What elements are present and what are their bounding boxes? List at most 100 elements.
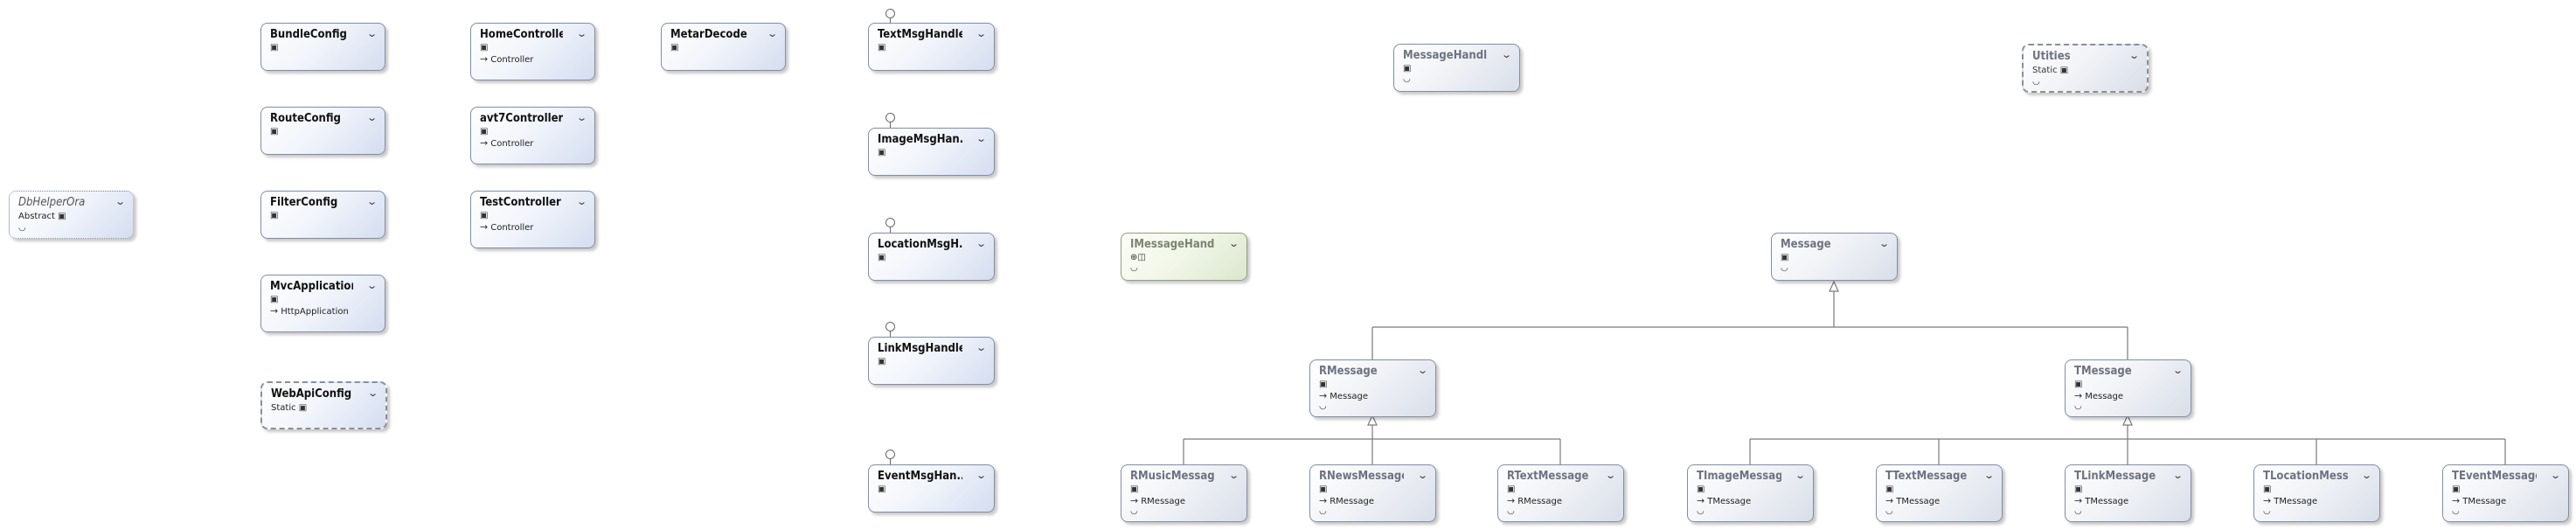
compartment-icon: ◡ <box>1403 74 1411 84</box>
class-rmusicmessage[interactable]: RMusicMessage ⌄ ▣ →RMessage ◡ <box>1121 464 1247 522</box>
class-ttextmessage[interactable]: TTextMessage ⌄ ▣ →TMessage ◡ <box>1876 464 2003 522</box>
collapse-chevron-icon[interactable]: ⌄ <box>1416 365 1428 376</box>
collapse-chevron-icon[interactable]: ⌄ <box>1416 470 1428 481</box>
collapse-chevron-icon[interactable]: ⌄ <box>975 133 987 144</box>
collapse-chevron-icon[interactable]: ⌄ <box>365 28 378 39</box>
class-title: TestController <box>480 196 561 209</box>
class-routeconfig[interactable]: RouteConfig ⌄ ▣ <box>260 107 385 155</box>
interface-lollipop-stem <box>890 459 891 464</box>
collapse-chevron-icon[interactable]: ⌄ <box>365 280 378 291</box>
class-title: EventMsgHan... <box>878 470 962 483</box>
class-avt7controller[interactable]: avt7Controller ⌄ ▣ →Controller <box>470 107 595 164</box>
class-icon: ▣ <box>480 127 489 136</box>
class-homecontroller[interactable]: HomeController ⌄ ▣ →Controller <box>470 23 595 80</box>
collapse-chevron-icon[interactable]: ⌄ <box>2171 470 2184 481</box>
class-title: LinkMsgHandler <box>878 342 962 355</box>
inherits-arrow-icon: → <box>2074 390 2083 401</box>
collapse-chevron-icon[interactable]: ⌄ <box>575 28 587 39</box>
class-icon: ▣ <box>2452 485 2461 494</box>
class-title: TImageMessage <box>1697 470 1781 483</box>
compartment-icon: ◡ <box>1697 506 1705 516</box>
collapse-chevron-icon[interactable]: ⌄ <box>365 112 378 123</box>
base-class-label: →Controller <box>480 221 534 233</box>
class-mvcapplication[interactable]: MvcApplication ⌄ ▣ →HttpApplication <box>260 275 385 332</box>
interface-lollipop-icon <box>885 218 895 227</box>
class-icon: ▣ <box>1507 485 1516 494</box>
class-filterconfig[interactable]: FilterConfig ⌄ ▣ <box>260 191 385 239</box>
class-icon: ▣ <box>878 485 886 494</box>
collapse-chevron-icon[interactable]: ⌄ <box>1794 470 1806 481</box>
class-icon: ▣ <box>298 403 308 413</box>
base-class-label: →TMessage <box>2263 495 2318 506</box>
class-icon: ▣ <box>1697 485 1705 494</box>
base-class-label: →RMessage <box>1507 495 1562 506</box>
collapse-chevron-icon[interactable]: ⌄ <box>1604 470 1616 481</box>
class-tmessage[interactable]: TMessage ⌄ ▣ →Message ◡ <box>2065 359 2191 417</box>
class-icon: ▣ <box>2263 485 2272 494</box>
collapse-chevron-icon[interactable]: ⌄ <box>1878 238 1890 249</box>
collapse-chevron-icon[interactable]: ⌄ <box>2128 50 2140 61</box>
collapse-chevron-icon[interactable]: ⌄ <box>2360 470 2372 481</box>
collapse-chevron-icon[interactable]: ⌄ <box>1227 238 1239 249</box>
class-rmessage[interactable]: RMessage ⌄ ▣ →Message ◡ <box>1309 359 1436 417</box>
collapse-chevron-icon[interactable]: ⌄ <box>1982 470 1995 481</box>
class-title: DbHelperOra <box>18 196 86 209</box>
base-class-label: →Message <box>2074 390 2124 401</box>
class-testcontroller[interactable]: TestController ⌄ ▣ →Controller <box>470 191 595 248</box>
interface-imessagehandler[interactable]: IMessageHand... ⌄ ⊕◫ ◡ <box>1121 233 1247 281</box>
class-title: MvcApplication <box>270 280 353 293</box>
collapse-chevron-icon[interactable]: ⌄ <box>975 470 987 481</box>
class-linkmsghandler[interactable]: LinkMsgHandler ⌄ ▣ <box>868 337 995 385</box>
class-tlinkmessage[interactable]: TLinkMessage ⌄ ▣ →TMessage ◡ <box>2065 464 2191 522</box>
class-teventmessage[interactable]: TEventMessage ⌄ ▣ →TMessage ◡ <box>2442 464 2569 522</box>
class-metardecode[interactable]: MetarDecode ⌄ ▣ <box>661 23 786 71</box>
class-imagemsghandler[interactable]: ImageMsgHan... ⌄ ▣ <box>868 128 995 176</box>
compartment-icon: ◡ <box>1319 506 1327 516</box>
class-icon: ▣ <box>1319 380 1328 389</box>
inheritance-arrow-message <box>1829 280 1839 292</box>
collapse-chevron-icon[interactable]: ⌄ <box>1227 470 1239 481</box>
class-locationmsghandler[interactable]: LocationMsgH... ⌄ ▣ <box>868 233 995 281</box>
inherits-arrow-icon: → <box>2452 495 2461 506</box>
collapse-chevron-icon[interactable]: ⌄ <box>1500 49 1512 60</box>
class-title: RTextMessage <box>1507 470 1589 483</box>
class-message[interactable]: Message ⌄ ▣ ◡ <box>1771 233 1898 281</box>
collapse-chevron-icon[interactable]: ⌄ <box>975 342 987 353</box>
class-textmsghandler[interactable]: TextMsgHandler ⌄ ▣ <box>868 23 995 71</box>
class-icon: ▣ <box>270 295 279 304</box>
class-messagehandler[interactable]: MessageHandl... ⌄ ▣ ◡ <box>1393 44 1520 92</box>
collapse-chevron-icon[interactable]: ⌄ <box>366 387 378 399</box>
class-dbhelperora[interactable]: DbHelperOra ⌄ Abstract ▣ ◡ <box>9 191 134 239</box>
collapse-chevron-icon[interactable]: ⌄ <box>575 196 587 207</box>
inherits-arrow-icon: → <box>2074 495 2083 506</box>
inherits-arrow-icon: → <box>1319 495 1328 506</box>
class-title: TEventMessage <box>2452 470 2537 483</box>
class-icon: ▣ <box>1781 253 1789 262</box>
class-rtextmessage[interactable]: RTextMessage ⌄ ▣ →RMessage ◡ <box>1497 464 1624 522</box>
collapse-chevron-icon[interactable]: ⌄ <box>365 196 378 207</box>
class-tlocationmessage[interactable]: TLocationMess... ⌄ ▣ →TMessage ◡ <box>2253 464 2380 522</box>
compartment-icon: ◡ <box>1885 506 1893 516</box>
class-icon: ▣ <box>480 211 489 220</box>
collapse-chevron-icon[interactable]: ⌄ <box>766 28 778 39</box>
class-webapiconfig[interactable]: WebApiConfig ⌄ Static ▣ <box>260 381 387 429</box>
class-rnewsmessage[interactable]: RNewsMessage ⌄ ▣ →RMessage ◡ <box>1309 464 1436 522</box>
compartment-icon: ◡ <box>18 223 26 233</box>
collapse-chevron-icon[interactable]: ⌄ <box>575 112 587 123</box>
class-icon: ▣ <box>878 253 886 262</box>
interface-icon: ⊕◫ <box>1130 253 1146 262</box>
base-class-label: →Controller <box>480 137 534 149</box>
class-bundleconfig[interactable]: BundleConfig ⌄ ▣ <box>260 23 385 71</box>
compartment-icon: ◡ <box>2452 506 2460 516</box>
class-title: BundleConfig <box>270 28 347 41</box>
collapse-chevron-icon[interactable]: ⌄ <box>975 28 987 39</box>
class-icon: ▣ <box>58 212 66 221</box>
class-utities[interactable]: Utities ⌄ Static ▣ ◡ <box>2022 44 2149 93</box>
class-eventmsghandler[interactable]: EventMsgHan... ⌄ ▣ <box>868 464 995 513</box>
class-timagemessage[interactable]: TImageMessage ⌄ ▣ →TMessage ◡ <box>1687 464 1814 522</box>
collapse-chevron-icon[interactable]: ⌄ <box>114 196 126 207</box>
collapse-chevron-icon[interactable]: ⌄ <box>2549 470 2561 481</box>
collapse-chevron-icon[interactable]: ⌄ <box>975 238 987 249</box>
collapse-chevron-icon[interactable]: ⌄ <box>2171 365 2184 376</box>
